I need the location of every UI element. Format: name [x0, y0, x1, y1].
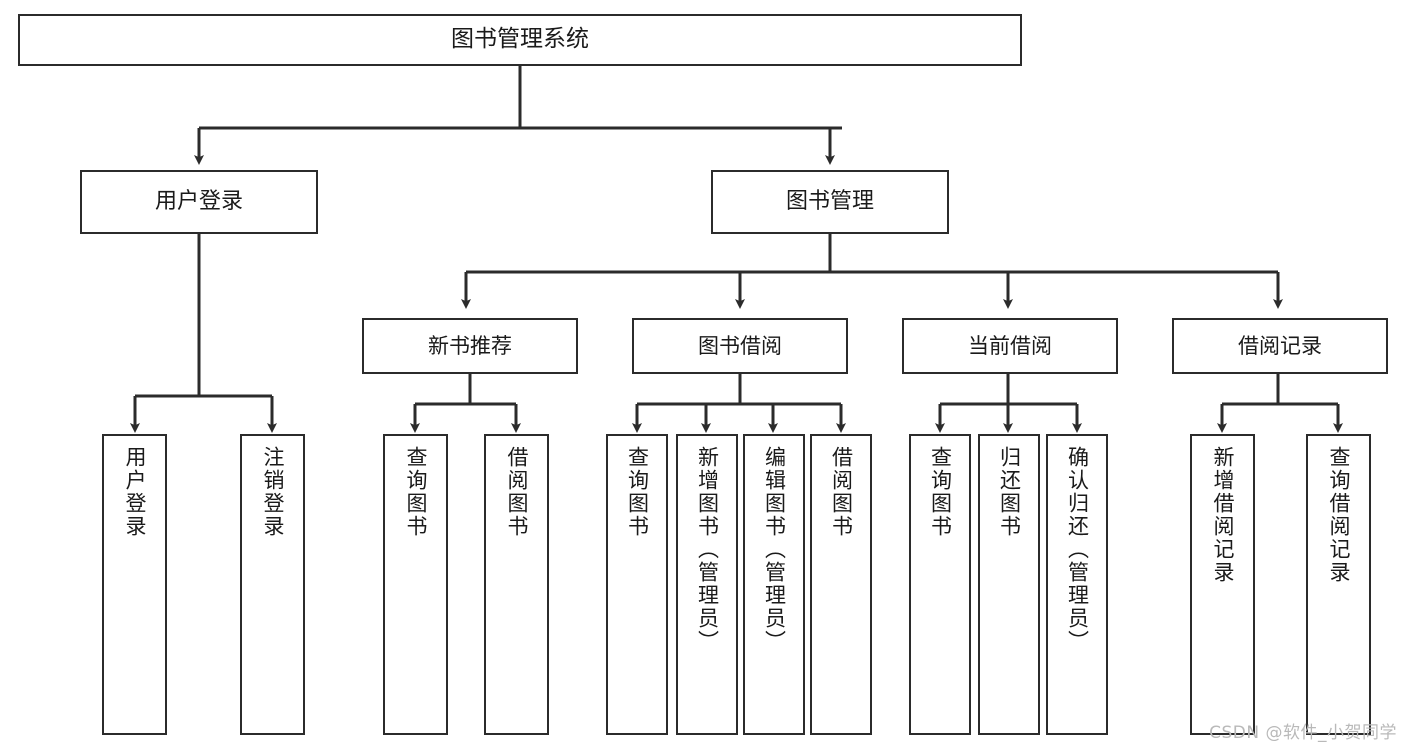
leaf-add-book-admin[interactable]: 新增图书（管理员） [676, 434, 738, 735]
node-borrow-record-label: 借阅记录 [1238, 333, 1322, 358]
leaf-borrow-book-recommend-label: 借阅图书 [505, 446, 529, 538]
leaf-query-book-current[interactable]: 查询图书 [909, 434, 971, 735]
node-root-label: 图书管理系统 [451, 26, 589, 53]
node-root[interactable]: 图书管理系统 [18, 14, 1022, 66]
leaf-borrow-book-recommend[interactable]: 借阅图书 [484, 434, 549, 735]
leaf-add-book-admin-label: 新增图书（管理员） [695, 446, 720, 653]
leaf-query-book-borrow[interactable]: 查询图书 [606, 434, 668, 735]
leaf-confirm-return-admin[interactable]: 确认归还（管理员） [1046, 434, 1108, 735]
leaf-confirm-return-admin-label: 确认归还（管理员） [1065, 446, 1090, 653]
leaf-user-login[interactable]: 用户登录 [102, 434, 167, 735]
leaf-logout[interactable]: 注销登录 [240, 434, 305, 735]
csdn-watermark: CSDN @软件_小贺同学 [1209, 723, 1397, 743]
leaf-query-book-recommend[interactable]: 查询图书 [383, 434, 448, 735]
node-new-book-recommend-label: 新书推荐 [428, 333, 512, 358]
node-book-borrow[interactable]: 图书借阅 [632, 318, 848, 374]
leaf-query-book-recommend-label: 查询图书 [404, 446, 428, 538]
node-user-login-label: 用户登录 [154, 189, 243, 215]
leaf-borrow-book-label: 借阅图书 [829, 446, 854, 538]
leaf-edit-book-admin-label: 编辑图书（管理员） [762, 446, 787, 653]
node-book-management[interactable]: 图书管理 [711, 170, 949, 234]
leaf-add-borrow-record[interactable]: 新增借阅记录 [1190, 434, 1255, 735]
node-current-borrow-label: 当前借阅 [968, 333, 1052, 358]
leaf-edit-book-admin[interactable]: 编辑图书（管理员） [743, 434, 805, 735]
leaf-borrow-book[interactable]: 借阅图书 [810, 434, 872, 735]
leaf-query-book-current-label: 查询图书 [928, 446, 953, 538]
node-current-borrow[interactable]: 当前借阅 [902, 318, 1118, 374]
leaf-add-borrow-record-label: 新增借阅记录 [1211, 446, 1235, 584]
leaf-query-borrow-record[interactable]: 查询借阅记录 [1306, 434, 1371, 735]
node-new-book-recommend[interactable]: 新书推荐 [362, 318, 578, 374]
leaf-return-book[interactable]: 归还图书 [978, 434, 1040, 735]
leaf-query-book-borrow-label: 查询图书 [625, 446, 650, 538]
leaf-return-book-label: 归还图书 [997, 446, 1022, 538]
node-book-management-label: 图书管理 [785, 189, 874, 215]
leaf-user-login-label: 用户登录 [123, 446, 147, 538]
leaf-query-borrow-record-label: 查询借阅记录 [1327, 446, 1351, 584]
leaf-logout-label: 注销登录 [261, 446, 285, 538]
node-borrow-record[interactable]: 借阅记录 [1172, 318, 1388, 374]
node-user-login[interactable]: 用户登录 [80, 170, 318, 234]
node-book-borrow-label: 图书借阅 [698, 333, 782, 358]
